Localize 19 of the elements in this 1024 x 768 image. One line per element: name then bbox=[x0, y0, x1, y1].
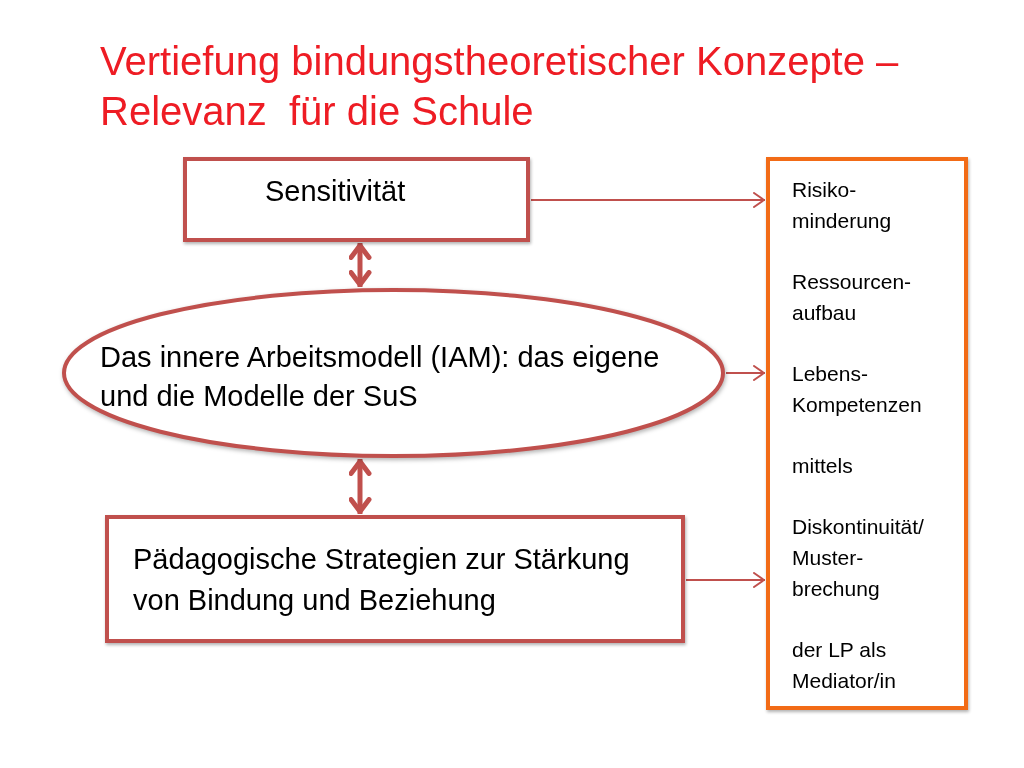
panel-text: Lebens- Kompetenzen bbox=[792, 361, 923, 418]
panel-text: Ressourcen- aufbau bbox=[792, 269, 913, 326]
box-label: Sensitivität bbox=[265, 174, 407, 209]
outcome-panel bbox=[766, 157, 968, 710]
slide-title: Vertiefung bindungstheoretischer Konzepte – Relevanz für die Schule bbox=[100, 38, 900, 135]
process-box bbox=[105, 515, 685, 643]
arrow bbox=[530, 192, 766, 208]
panel-text: Risiko- minderung bbox=[792, 177, 893, 234]
box-label: Pädagogische Strategien zur Stärkung von Bindung und Beziehung bbox=[133, 542, 631, 618]
double-arrow bbox=[348, 243, 372, 287]
arrow bbox=[685, 572, 766, 588]
panel-text: mittels bbox=[792, 453, 854, 479]
arrow bbox=[725, 365, 766, 381]
ellipse-label: Das innere Arbeitsmodell (IAM): das eigene und die Modelle der SuS bbox=[100, 340, 661, 414]
panel-text: der LP als Mediator/in bbox=[792, 637, 897, 694]
double-arrow bbox=[348, 459, 372, 514]
panel-text: Diskontinuität/ Muster- brechung bbox=[792, 514, 925, 602]
process-box bbox=[183, 157, 530, 242]
ellipse-node bbox=[62, 288, 725, 458]
